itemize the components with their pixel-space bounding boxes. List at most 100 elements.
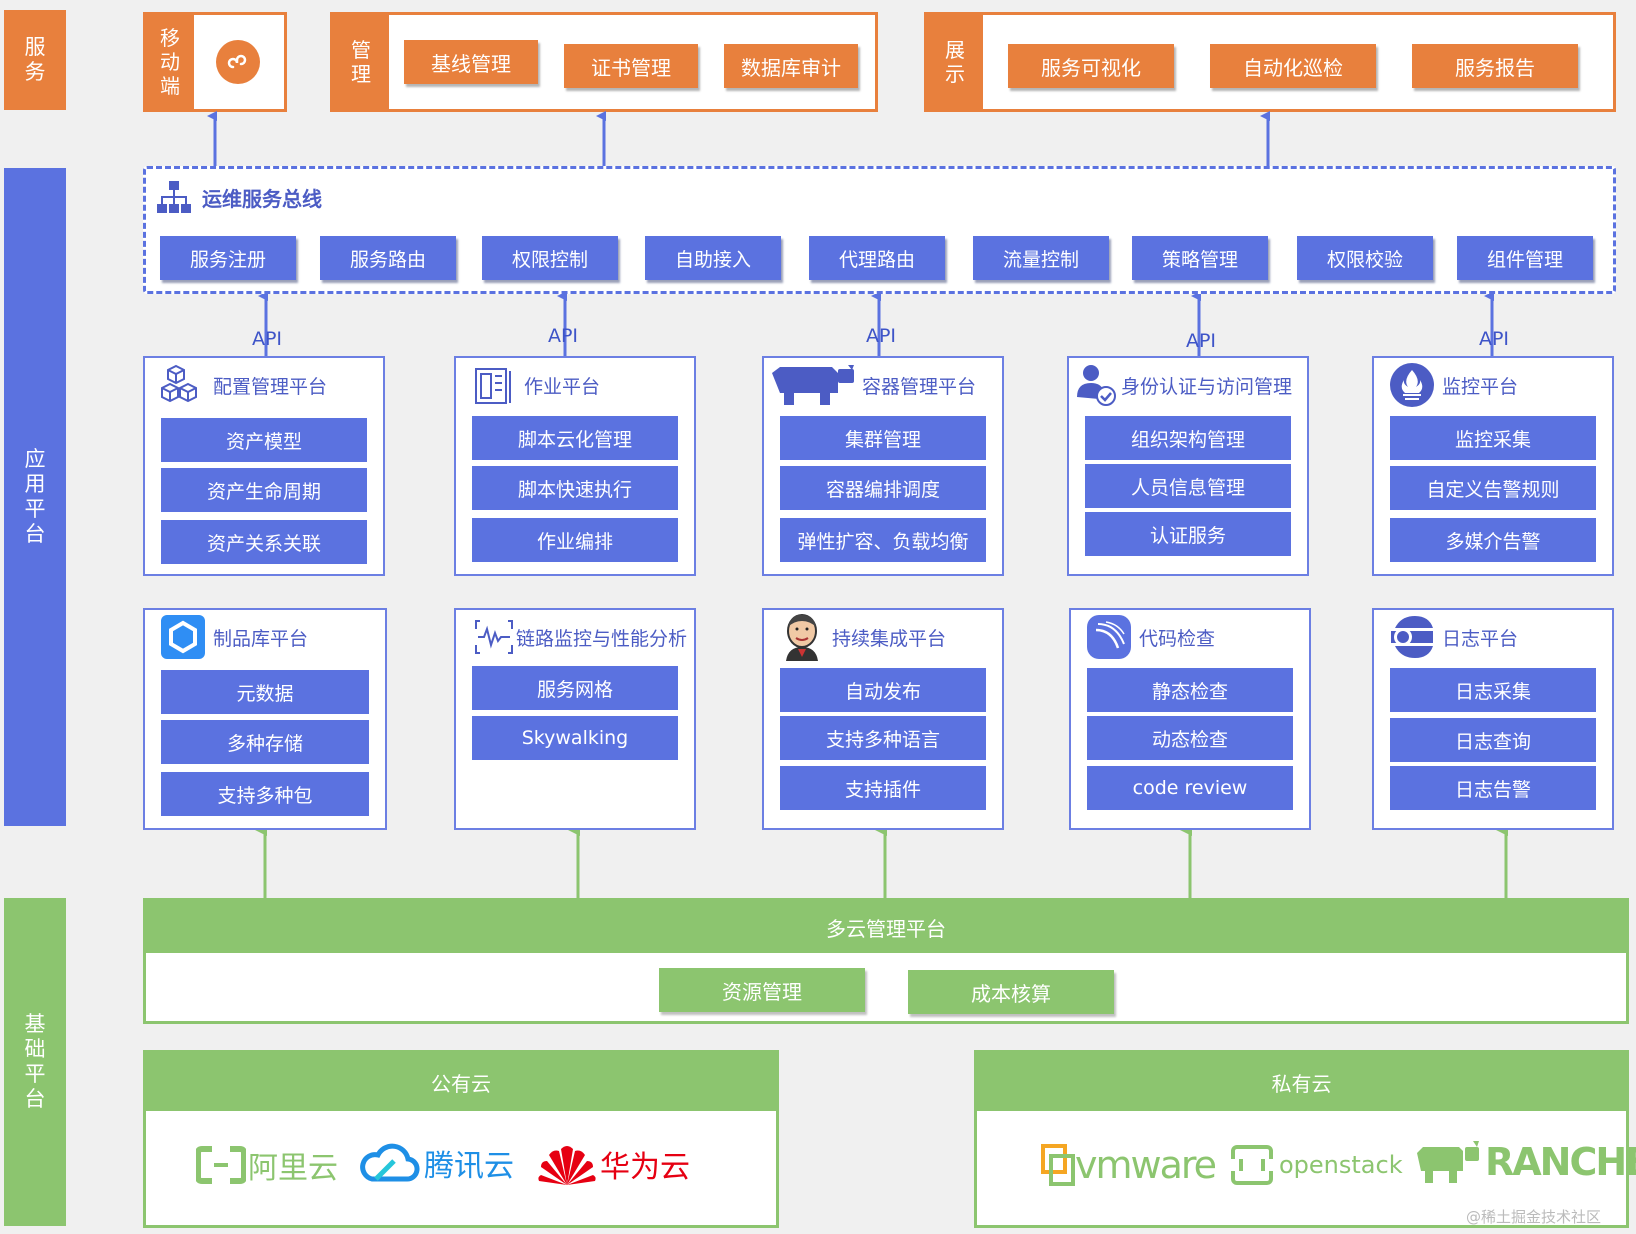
multicloud-panel: 多云管理平台	[143, 898, 1629, 1024]
public-cloud-title: 公有云	[431, 1071, 491, 1096]
bus-item-component-management[interactable]: 组件管理	[1457, 236, 1593, 280]
side-label-app-platform: 应用平台	[4, 168, 66, 826]
platform-item[interactable]: 资产模型	[161, 418, 367, 462]
bus-item-proxy-routing[interactable]: 代理路由	[809, 236, 945, 280]
platform-title: 持续集成平台	[832, 627, 947, 650]
platform-monitor[interactable]: 监控平台 监控采集 自定义告警规则 多媒介告警	[1372, 356, 1614, 576]
private-cloud-panel: 私有云 vmware openstack RANCHER	[974, 1050, 1636, 1228]
jenkins-butler-icon	[778, 613, 826, 661]
display-label: 展示	[927, 15, 983, 109]
platform-item[interactable]: 支持多种语言	[780, 716, 986, 760]
bus-item-policy-management[interactable]: 策略管理	[1132, 236, 1268, 280]
platform-item[interactable]: 日志采集	[1390, 668, 1596, 712]
platform-item[interactable]: 容器编排调度	[780, 466, 986, 510]
multicloud-item-cost[interactable]: 成本核算	[908, 970, 1114, 1014]
platform-item[interactable]: 脚本云化管理	[472, 416, 678, 460]
public-cloud-panel: 公有云 阿里云 腾讯云 华为云	[143, 1050, 779, 1228]
rancher-cow-logo-icon	[1417, 1141, 1479, 1183]
platform-item[interactable]: 日志查询	[1390, 718, 1596, 762]
platform-item[interactable]: 组织架构管理	[1085, 416, 1291, 460]
platform-item[interactable]: 监控采集	[1390, 416, 1596, 460]
platform-item[interactable]: 资产关系关联	[161, 520, 367, 564]
platform-container[interactable]: 容器管理平台 集群管理 容器编排调度 弹性扩容、负载均衡	[762, 356, 1004, 576]
bus-item-service-register[interactable]: 服务注册	[160, 236, 296, 280]
sonar-waves-icon	[1085, 613, 1133, 661]
platform-item[interactable]: 多媒介告警	[1390, 518, 1596, 562]
platform-cmdb[interactable]: 配置管理平台 资产模型 资产生命周期 资产关系关联	[143, 356, 385, 576]
platform-artifact[interactable]: 制品库平台 元数据 多种存储 支持多种包	[143, 608, 387, 830]
hexagon-icon	[159, 613, 207, 661]
prometheus-flame-icon	[1388, 361, 1436, 409]
platform-item[interactable]: 多种存储	[161, 720, 369, 764]
manage-item-certificate[interactable]: 证书管理	[564, 44, 698, 88]
platform-item[interactable]: 支持插件	[780, 766, 986, 810]
platform-title: 链路监控与性能分析	[516, 627, 688, 650]
platform-item[interactable]: 作业编排	[472, 518, 678, 562]
api-label: API	[865, 325, 897, 347]
rancher-label: RANCHER	[1485, 1140, 1636, 1184]
platform-item[interactable]: 支持多种包	[161, 772, 369, 816]
platform-item[interactable]: 脚本快速执行	[472, 466, 678, 510]
platform-title: 作业平台	[524, 375, 601, 398]
vmware-logo: vmware	[1041, 1143, 1217, 1187]
platform-item[interactable]: 静态检查	[1087, 668, 1293, 712]
api-label: API	[1478, 328, 1510, 350]
platform-title: 日志平台	[1442, 627, 1519, 650]
manage-item-db-audit[interactable]: 数据库审计	[724, 44, 858, 88]
display-item-service-report[interactable]: 服务报告	[1412, 44, 1578, 88]
platform-code-check[interactable]: 代码检查 静态检查 动态检查 code review	[1069, 608, 1311, 830]
platform-item[interactable]: 资产生命周期	[161, 468, 367, 512]
rancher-logo: RANCHER	[1415, 1139, 1636, 1185]
mobile-label: 移动端	[146, 15, 194, 109]
platform-item[interactable]: 集群管理	[780, 416, 986, 460]
platform-title: 代码检查	[1139, 627, 1216, 650]
user-check-icon	[1073, 361, 1121, 409]
tencent-cloud-icon	[360, 1143, 420, 1182]
platform-title: 配置管理平台	[213, 375, 328, 398]
platform-item[interactable]: 动态检查	[1087, 716, 1293, 760]
platform-item[interactable]: 自定义告警规则	[1390, 466, 1596, 510]
platform-log[interactable]: 日志平台 日志采集 日志查询 日志告警	[1372, 608, 1614, 830]
platform-title: 容器管理平台	[862, 375, 977, 398]
bus-item-permission-check[interactable]: 权限校验	[1297, 236, 1433, 280]
manage-item-baseline[interactable]: 基线管理	[404, 40, 538, 84]
cubes-icon	[159, 361, 207, 409]
aliyun-logo: 阿里云	[196, 1143, 338, 1187]
platform-iam[interactable]: 身份认证与访问管理 组织架构管理 人员信息管理 认证服务	[1067, 356, 1309, 576]
aliyun-label: 阿里云	[248, 1151, 338, 1186]
mobile-box: 移动端	[143, 12, 287, 112]
platform-item[interactable]: 人员信息管理	[1085, 464, 1291, 508]
display-item-auto-inspection[interactable]: 自动化巡检	[1210, 44, 1376, 88]
huawei-cloud-label: 华为云	[600, 1150, 690, 1185]
platform-title: 身份认证与访问管理	[1121, 375, 1293, 398]
platform-job[interactable]: 作业平台 脚本云化管理 脚本快速执行 作业编排	[454, 356, 696, 576]
tencent-cloud-label: 腾讯云	[424, 1149, 514, 1184]
api-label: API	[547, 325, 579, 347]
platform-item[interactable]: code review	[1087, 766, 1293, 810]
platform-item[interactable]: 自动发布	[780, 668, 986, 712]
platform-item[interactable]: Skywalking	[472, 716, 678, 760]
huawei-cloud-logo: 华为云	[536, 1141, 690, 1187]
bus-item-access-control[interactable]: 权限控制	[482, 236, 618, 280]
bus-item-traffic-control[interactable]: 流量控制	[973, 236, 1109, 280]
platform-tracing[interactable]: 链路监控与性能分析 服务网格 Skywalking	[454, 608, 696, 830]
bus-header: 运维服务总线	[156, 179, 322, 215]
huawei-flower-icon	[538, 1146, 596, 1185]
openstack-logo: openstack	[1231, 1145, 1403, 1185]
bus-item-self-access[interactable]: 自助接入	[645, 236, 781, 280]
platform-item[interactable]: 元数据	[161, 670, 369, 714]
waveform-icon	[474, 613, 514, 661]
bus-item-service-routing[interactable]: 服务路由	[320, 236, 456, 280]
multicloud-item-resource[interactable]: 资源管理	[659, 968, 865, 1012]
platform-item[interactable]: 日志告警	[1390, 766, 1596, 810]
private-cloud-title: 私有云	[1271, 1071, 1332, 1096]
mini-program-icon[interactable]	[216, 40, 260, 84]
elastic-logo-icon	[1388, 613, 1436, 661]
platform-item[interactable]: 服务网格	[472, 666, 678, 710]
bus-title: 运维服务总线	[202, 186, 322, 211]
platform-item[interactable]: 弹性扩容、负载均衡	[780, 518, 986, 562]
platform-item[interactable]: 认证服务	[1085, 512, 1291, 556]
display-item-visualization[interactable]: 服务可视化	[1008, 44, 1174, 88]
platform-ci[interactable]: 持续集成平台 自动发布 支持多种语言 支持插件	[762, 608, 1004, 830]
